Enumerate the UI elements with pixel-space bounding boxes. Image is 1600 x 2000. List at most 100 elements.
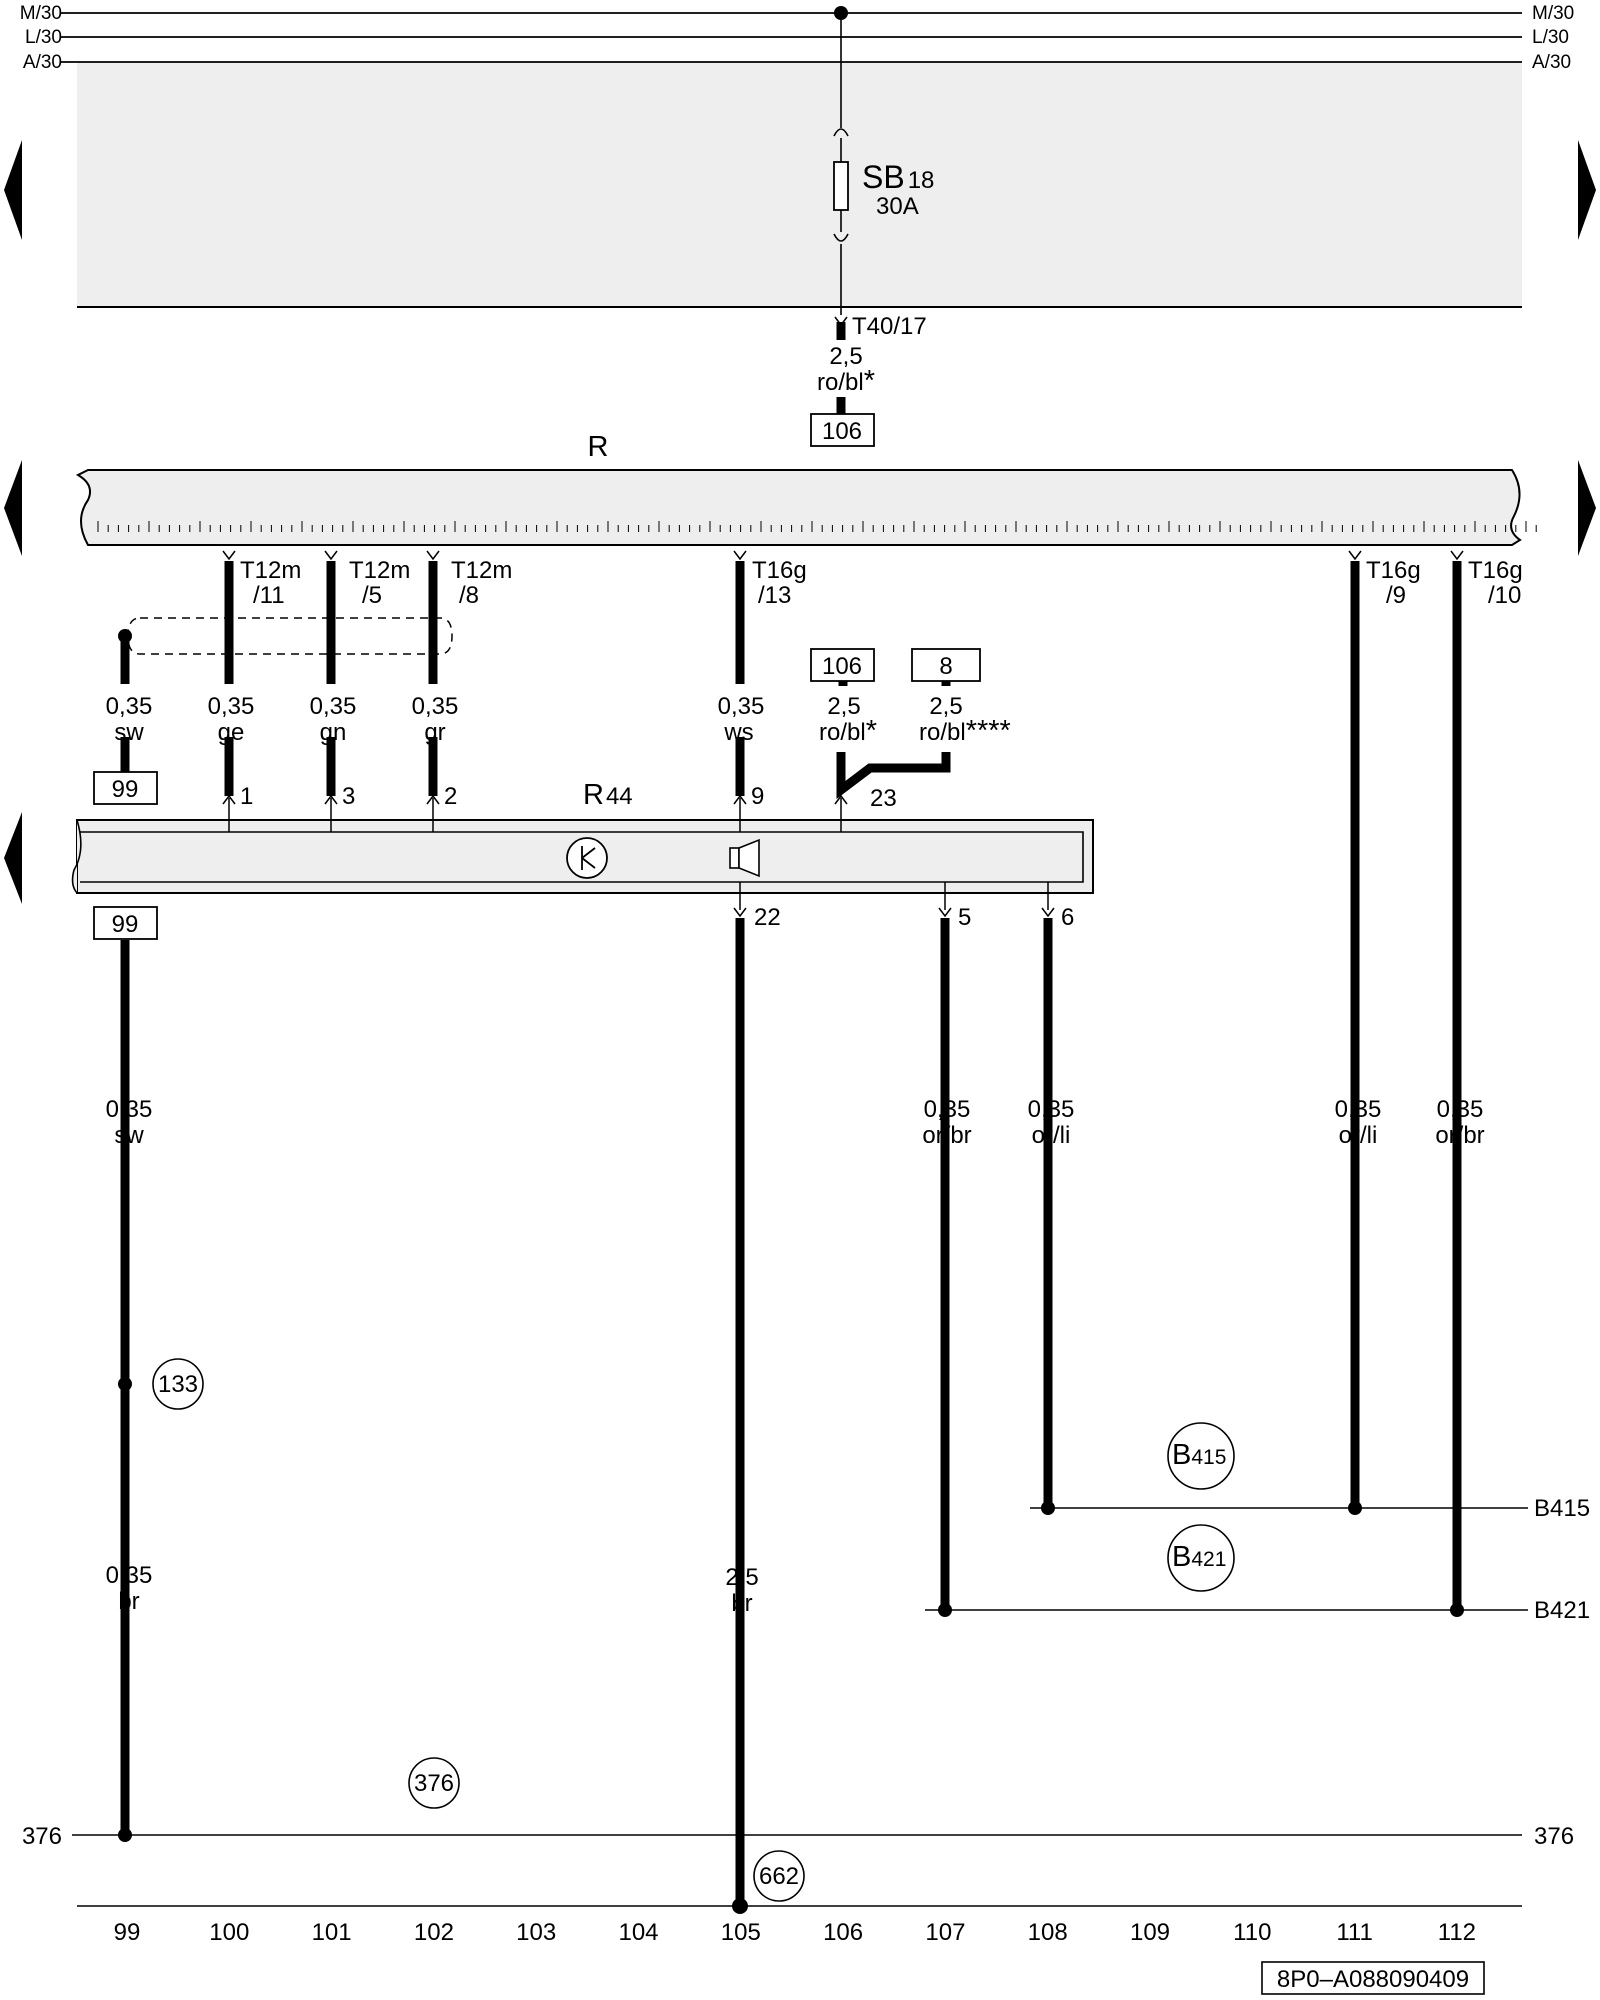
r44-pin-top-label: 1 xyxy=(240,783,253,810)
component-r-ticks xyxy=(97,521,1537,532)
component-r-body xyxy=(75,469,1522,546)
ref-box-99[interactable] xyxy=(93,906,158,940)
r-pin-marks xyxy=(222,550,1464,561)
ref-box-106[interactable] xyxy=(810,413,875,447)
wire-color: ro/bl**** xyxy=(919,715,1011,747)
column-number: 108 xyxy=(1028,1919,1068,1946)
r44-pin-bottom-label: 5 xyxy=(958,904,971,931)
ref-circle-662[interactable] xyxy=(753,1850,805,1902)
lower-wires xyxy=(120,918,1053,1906)
r44-pin-top-label: 9 xyxy=(751,783,764,810)
ref-box-99-label: 99 xyxy=(112,911,139,938)
junction-dot xyxy=(1041,1501,1055,1515)
arrow-left-icon[interactable] xyxy=(4,460,22,556)
wire-color: ws xyxy=(723,719,753,746)
ref-circle-376-label: 376 xyxy=(414,1770,454,1797)
bus-label-left-2: A/30 xyxy=(23,52,62,73)
junction-dot xyxy=(1450,1603,1464,1617)
column-number: 101 xyxy=(312,1919,352,1946)
ref-circle-b421-label: B421 xyxy=(1172,1541,1226,1573)
r-pin-label: T12m xyxy=(240,557,301,584)
right-label-b421: B421 xyxy=(1534,1597,1590,1624)
wire-size: 0,35 xyxy=(106,693,153,720)
ref-box-8-label: 8 xyxy=(939,653,952,680)
r44-pin-top-label: 2 xyxy=(444,783,457,810)
wire-color: gn xyxy=(320,719,347,746)
arrow-left-icon[interactable] xyxy=(4,812,22,904)
r44-bottom-pin-marks xyxy=(733,882,1055,918)
ref-box-106[interactable] xyxy=(810,648,875,682)
wire-size: 0,35 xyxy=(106,1096,153,1123)
r-pin-label: /10 xyxy=(1488,582,1521,609)
column-number: 112 xyxy=(1438,1919,1476,1946)
wire-color: ro/bl* xyxy=(819,715,877,747)
column-number: 110 xyxy=(1233,1919,1271,1946)
fuse-clip-icon xyxy=(833,233,849,242)
component-r44-edge xyxy=(71,819,82,894)
connector-top-size: 2,5 xyxy=(829,343,862,370)
speaker-icon xyxy=(729,838,760,878)
wire-color: ge xyxy=(218,719,245,746)
right-label-376: 376 xyxy=(1534,1823,1574,1850)
component-r-label: R xyxy=(588,431,609,463)
r-pin-label: /13 xyxy=(758,582,791,609)
connector-top-label: T40/17 xyxy=(852,313,927,340)
bus-label-left-1: L/30 xyxy=(25,27,62,48)
shield-icon xyxy=(127,617,453,655)
bus-label-right-1: L/30 xyxy=(1532,27,1569,48)
column-number: 107 xyxy=(925,1919,965,1946)
wire-size: 0,35 xyxy=(208,693,255,720)
r-pin-label: T12m xyxy=(451,557,512,584)
column-number: 104 xyxy=(618,1919,658,1946)
r44-pin-top-label: 23 xyxy=(870,785,897,812)
wire-color: or/li xyxy=(1032,1122,1071,1149)
left-label-376: 376 xyxy=(22,1823,62,1850)
wire-size: 0,35 xyxy=(1028,1096,1075,1123)
junction-dot xyxy=(1348,1501,1362,1515)
ref-circle-b415[interactable] xyxy=(1167,1422,1235,1490)
ref-circle-b421[interactable] xyxy=(1167,1524,1235,1592)
arrow-left-icon[interactable] xyxy=(4,140,22,240)
arrow-right-icon[interactable] xyxy=(1578,460,1596,556)
component-r44-label: R44 xyxy=(583,779,633,811)
column-number: 100 xyxy=(209,1919,249,1946)
upper-wires xyxy=(120,561,1462,1610)
ref-circle-662-label: 662 xyxy=(759,1863,799,1890)
wire-color: or/br xyxy=(922,1122,971,1149)
r-pin-label: T16g xyxy=(1468,557,1523,584)
wire-size: 0,35 xyxy=(1437,1096,1484,1123)
r44-pin-bottom-label: 6 xyxy=(1061,904,1074,931)
arrow-right-icon[interactable] xyxy=(1578,140,1596,240)
bus-label-right-0: M/30 xyxy=(1532,3,1574,24)
fuse-rating: 30A xyxy=(876,193,919,220)
ref-box-8[interactable] xyxy=(911,648,981,682)
r44-pin-bottom-label: 22 xyxy=(754,904,781,931)
r-pin-label: T16g xyxy=(752,557,807,584)
column-number: 106 xyxy=(823,1919,863,1946)
document-code: 8P0–A088090409 xyxy=(1277,1966,1469,1993)
ref-circle-b415-label: B415 xyxy=(1172,1439,1226,1471)
wire-color: or/li xyxy=(1339,1122,1378,1149)
wire-size: 0,35 xyxy=(924,1096,971,1123)
ref-box-99-label: 99 xyxy=(112,776,139,803)
fuse-clip-icon xyxy=(833,128,849,137)
component-r44-inner xyxy=(80,831,1084,883)
column-number: 99 xyxy=(114,1919,141,1946)
ref-box-99[interactable] xyxy=(93,771,158,805)
radio-icon xyxy=(566,837,608,879)
ref-circle-376[interactable] xyxy=(408,1757,460,1809)
wire-size: 2,5 xyxy=(827,693,860,720)
wire-size: 0,35 xyxy=(106,1562,153,1589)
r-pin-label: /8 xyxy=(459,582,479,609)
ref-box-106-label: 106 xyxy=(822,418,862,445)
r-pin-label: T12m xyxy=(349,557,410,584)
wire-color: gr xyxy=(424,719,445,746)
r-pin-label: /9 xyxy=(1386,582,1406,609)
wire-stubs xyxy=(224,788,745,796)
wire-color: br xyxy=(731,1590,752,1617)
junction-dot xyxy=(118,1828,132,1842)
junction-dot xyxy=(938,1603,952,1617)
ref-circle-133[interactable] xyxy=(152,1358,204,1410)
